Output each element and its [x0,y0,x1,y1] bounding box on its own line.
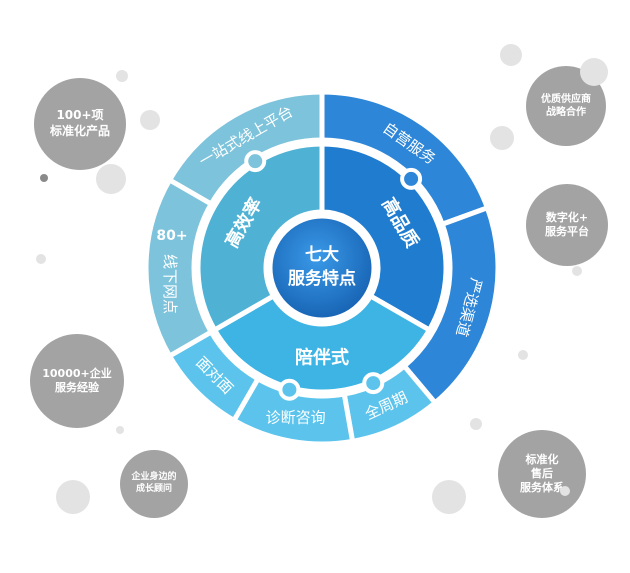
satellite-label: 标准化 售后 服务体系 [520,452,564,495]
label-offline-network: 线下网点 [161,254,179,314]
decor-dot [116,426,124,434]
decor-dot [56,480,90,514]
decor-dot [40,174,48,182]
satellite-growth-advisor: 企业身边的 成长顾问 [120,450,188,518]
core-subtitle: 服务特点 [288,268,356,289]
segment-high-quality [319,141,449,333]
segment-offline-network [143,177,214,359]
satellite-label: 优质供应商 战略合作 [541,94,591,118]
decor-dot [572,266,582,276]
connector-node [244,150,267,173]
satellite-standard-products: 100+项 标准化产品 [34,78,126,170]
satellite-label: 数字化+ 服务平台 [545,210,589,238]
decor-dot [432,480,466,514]
decor-dot [490,126,514,150]
connector-node [400,167,423,190]
label-companion: 陪伴式 [295,347,349,369]
core-circle [267,213,377,323]
decor-dot [500,44,522,66]
satellite-supplier-cooperation: 优质供应商 战略合作 [526,66,606,146]
decor-dot [140,110,160,130]
segment-high-efficiency [195,141,325,333]
core-title: 七大 [305,244,339,265]
satellite-label: 企业身边的 成长顾问 [131,472,177,494]
label-eighty-plus: 80+ [156,228,187,244]
decor-dot [116,70,128,82]
satellite-enterprise-experience: 10000+企业 服务经验 [30,334,124,428]
satellite-after-sales: 标准化 售后 服务体系 [498,430,586,518]
decor-dot [560,486,570,496]
decor-dot [518,350,528,360]
satellite-label: 100+项 标准化产品 [49,108,110,138]
decor-dot [580,58,608,86]
connector-node [362,372,385,395]
decor-dot [96,164,126,194]
decor-dot [470,418,482,430]
connector-node [278,378,301,401]
satellite-digital-platform: 数字化+ 服务平台 [526,184,608,266]
label-diagnosis: 诊断咨询 [266,409,326,427]
satellite-label: 10000+企业 服务经验 [42,366,112,394]
decor-dot [36,254,46,264]
